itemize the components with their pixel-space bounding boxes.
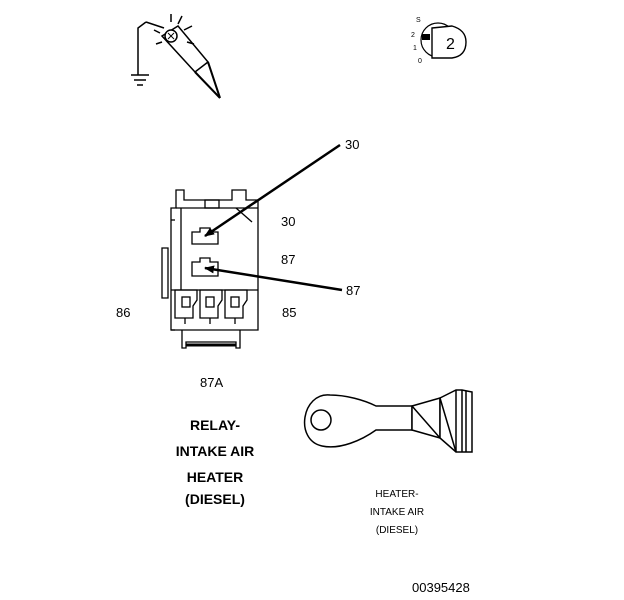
ignition-pos-2: 2 xyxy=(411,32,415,39)
terminal-86-label: 86 xyxy=(116,305,130,320)
relay-title-line-1: RELAY- xyxy=(190,417,240,433)
heater-title-line-2: INTAKE AIR xyxy=(370,507,424,518)
arrow-87 xyxy=(204,265,343,292)
intake-air-heater xyxy=(303,389,473,453)
relay-title-line-3: HEATER xyxy=(187,469,244,485)
arrow-30 xyxy=(204,143,341,238)
ignition-pos-1: 1 xyxy=(413,45,417,52)
test-light-icon xyxy=(131,14,221,99)
figure-id: 00395428 xyxy=(412,580,470,595)
relay-title-line-4: (DIESEL) xyxy=(185,491,245,507)
relay-connector xyxy=(161,189,259,349)
relay-title-line-2: INTAKE AIR xyxy=(176,443,255,459)
terminal-87a-label: 87A xyxy=(200,375,223,390)
heater-title-line-1: HEATER- xyxy=(375,489,418,500)
ignition-pos-s: S xyxy=(416,17,421,24)
callout-arrows xyxy=(204,143,343,292)
callout-87-label: 87 xyxy=(346,283,360,298)
ignition-key-number: 2 xyxy=(446,36,455,53)
callout-30-label: 30 xyxy=(345,137,359,152)
ignition-key-icon: S 2 1 0 2 xyxy=(411,17,467,65)
terminal-87-label: 87 xyxy=(281,252,295,267)
relay-title: RELAY- INTAKE AIR HEATER (DIESEL) xyxy=(176,417,255,507)
terminal-30-label: 30 xyxy=(281,214,295,229)
ignition-pos-0: 0 xyxy=(418,58,422,65)
terminal-85-label: 85 xyxy=(282,305,296,320)
heater-title: HEATER- INTAKE AIR (DIESEL) xyxy=(370,489,424,536)
heater-title-line-3: (DIESEL) xyxy=(376,525,418,536)
